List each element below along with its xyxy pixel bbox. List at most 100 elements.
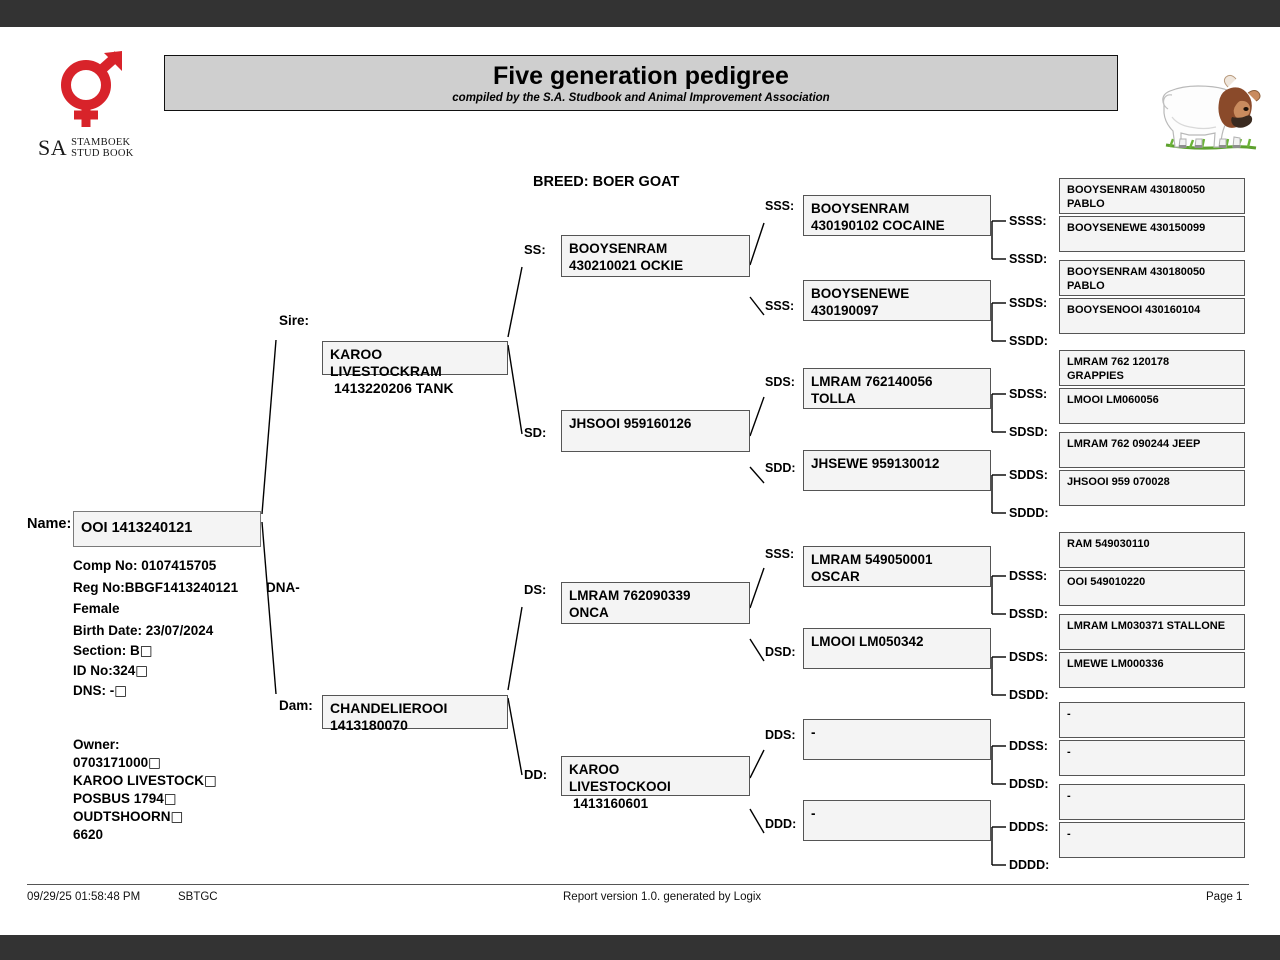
ssss-line2: PABLO	[1067, 198, 1105, 210]
dd-line2: LIVESTOCKOOI	[569, 779, 671, 794]
dsss-line1: RAM 549030110	[1067, 538, 1150, 550]
label-ddsd: DDSD:	[1009, 777, 1049, 791]
dssd-line1: OOI 549010220	[1067, 576, 1146, 588]
ssdd-line1: BOOYSENOOI 430160104	[1067, 304, 1201, 316]
tofu-glyph: □	[148, 755, 161, 771]
subject-name: OOI 1413240121	[81, 520, 193, 536]
top-window-bar	[0, 0, 1280, 27]
sss-line2: 430190102 COCAINE	[811, 218, 945, 233]
dsd-line1: LMOOI LM050342	[811, 634, 924, 649]
tofu-glyph: □	[139, 643, 153, 659]
footer-timestamp: 09/29/25 01:58:48 PM	[27, 891, 141, 903]
label-sssd: SSSD:	[1009, 252, 1048, 266]
label-ssds: SSDS:	[1009, 296, 1048, 310]
subject-info-block: Comp No: 0107415705 Reg No:BBGF141324012…	[73, 555, 308, 701]
box-dddd: -	[1059, 822, 1245, 858]
label-ddds: DDDS:	[1009, 820, 1049, 834]
name-label: Name:	[27, 516, 72, 532]
label-sddd: SDDD:	[1009, 506, 1049, 520]
ssss-line1: BOOYSENRAM 430180050	[1067, 184, 1206, 196]
tofu-glyph: □	[163, 791, 177, 807]
owner-line-1: KAROO LIVESTOCK	[73, 773, 205, 788]
boer-goat-illustration	[1162, 74, 1265, 154]
label-ssdd: SSDD:	[1009, 334, 1048, 348]
ssd-line1: BOOYSENEWE	[811, 286, 910, 301]
box-ssd: BOOYSENEWE 430190097	[803, 280, 991, 321]
reg-no: Reg No:BBGF1413240121	[73, 579, 239, 595]
box-dss: LMRAM 549050001 OSCAR	[803, 546, 991, 587]
label-dsss: DSSS:	[1009, 569, 1048, 583]
box-sss: BOOYSENRAM 430190102 COCAINE	[803, 195, 991, 236]
box-dsd: LMOOI LM050342	[803, 628, 991, 669]
label-ssd: SSS:	[765, 299, 795, 313]
page-subtitle: compiled by the S.A. Studbook and Animal…	[452, 92, 830, 104]
sss-line1: BOOYSENRAM	[811, 201, 910, 216]
box-sddd: JHSOOI 959 070028	[1059, 470, 1245, 506]
logo-sa-text: SA	[38, 135, 68, 160]
ddd-line1: -	[811, 806, 816, 821]
bottom-window-bar	[0, 935, 1280, 960]
birth-date: Birth Date: 23/07/2024	[73, 622, 214, 638]
breed-label: BREED: BOER GOAT	[533, 174, 680, 190]
sdds-line1: LMRAM 762 090244 JEEP	[1067, 438, 1201, 450]
sa-studbook-mark-icon	[61, 51, 122, 127]
footer-report-version: Report version 1.0. generated by Logix	[563, 891, 762, 903]
label-sss: SSS:	[765, 199, 795, 213]
sdss-line1: LMRAM 762 120178	[1067, 356, 1170, 368]
owner-line-0: 0703171000	[73, 755, 149, 770]
box-ss: BOOYSENRAM 430210021 OCKIE	[561, 235, 750, 277]
dss-line1: LMRAM 549050001	[811, 552, 933, 567]
owner-block: Owner: 0703171000□ KAROO LIVESTOCK□ POSB…	[73, 736, 303, 844]
label-sdsd: SDSD:	[1009, 425, 1048, 439]
box-sdss: LMRAM 762 120178 GRAPPIES	[1059, 350, 1245, 386]
ssds-line2: PABLO	[1067, 280, 1105, 292]
footer-divider	[27, 884, 1249, 885]
sds-line1: LMRAM 762140056	[811, 374, 933, 389]
owner-line-3: OUDTSHOORN	[73, 809, 171, 824]
box-sdds: LMRAM 762 090244 JEEP	[1059, 432, 1245, 468]
box-ddsd: -	[1059, 740, 1245, 776]
ss-line2: 430210021 OCKIE	[569, 258, 684, 273]
dd-line1: KAROO	[569, 762, 620, 777]
box-sssd: BOOYSENEWE 430150099	[1059, 216, 1245, 252]
dam-line2: 1413180070	[330, 717, 408, 733]
label-sds: SDS:	[765, 375, 795, 389]
tofu-glyph: □	[170, 809, 184, 825]
logo-line2: STUD BOOK	[71, 148, 134, 159]
ss-line1: BOOYSENRAM	[569, 241, 668, 256]
label-sd: SD:	[524, 425, 547, 440]
sd-line1: JHSOOI 959160126	[569, 416, 692, 431]
box-dd: KAROO LIVESTOCKOOI 1413160601	[561, 756, 750, 811]
footer-code: SBTGC	[178, 891, 218, 903]
section: Section: B	[73, 643, 140, 658]
owner-line-2: POSBUS 1794	[73, 791, 164, 806]
label-dd: DD:	[524, 767, 548, 782]
owner-heading: Owner:	[73, 737, 120, 752]
label-sdd: SDD:	[765, 461, 796, 475]
label-sdss: SDSS:	[1009, 387, 1048, 401]
box-sds: LMRAM 762140056 TOLLA	[803, 368, 991, 409]
dna-note: DNA-	[266, 580, 300, 595]
dss-line2: OSCAR	[811, 569, 860, 584]
label-dam: Dam:	[279, 698, 313, 713]
box-ddd: -	[803, 800, 991, 841]
footer-page-number: Page 1	[1206, 891, 1243, 903]
ddss-line1: -	[1067, 708, 1071, 720]
dns: DNS: -	[73, 683, 115, 698]
label-ssss: SSSS:	[1009, 214, 1047, 228]
comp-no: Comp No: 0107415705	[73, 558, 217, 573]
tofu-glyph: □	[114, 683, 128, 699]
box-dssd: OOI 549010220	[1059, 570, 1245, 606]
tofu-glyph: □	[135, 663, 149, 679]
box-dsdd: LMEWE LM000336	[1059, 652, 1245, 688]
ssds-line1: BOOYSENRAM 430180050	[1067, 266, 1206, 278]
sdss-line2: GRAPPIES	[1067, 370, 1124, 382]
label-ddd: DDD:	[765, 817, 797, 831]
sex: Female	[73, 601, 120, 616]
sdd-line1: JHSEWE 959130012	[811, 456, 940, 471]
dsds-line1: LMRAM LM030371 STALLONE	[1067, 620, 1226, 632]
label-dssd: DSSD:	[1009, 607, 1048, 621]
ddds-line1: -	[1067, 790, 1071, 802]
